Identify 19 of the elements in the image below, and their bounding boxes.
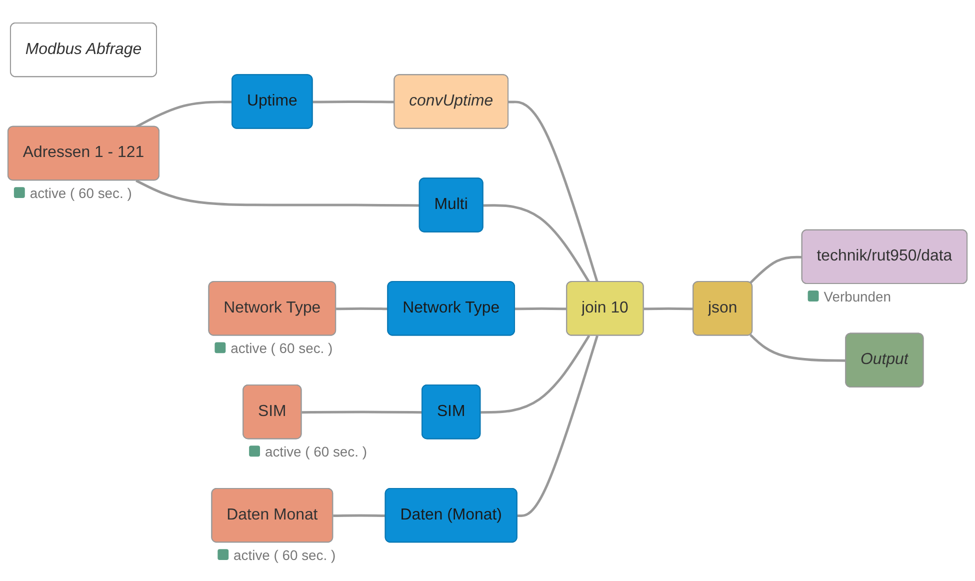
status-text: active ( 60 sec. ) xyxy=(230,340,333,356)
connector xyxy=(136,100,233,128)
connector xyxy=(644,307,694,310)
connector xyxy=(483,204,590,283)
connector xyxy=(333,514,386,518)
status-text: Verbunden xyxy=(824,288,891,304)
connector xyxy=(136,179,420,207)
connector xyxy=(514,307,568,310)
connector xyxy=(750,334,846,362)
connector xyxy=(750,256,802,284)
status-text: active ( 60 sec. ) xyxy=(30,185,132,201)
connector xyxy=(508,100,598,282)
connector xyxy=(480,335,590,414)
status-text: active ( 60 sec. ) xyxy=(264,444,367,460)
connector xyxy=(517,335,598,518)
status-text: active ( 60 sec. ) xyxy=(234,547,336,564)
connector xyxy=(312,100,395,104)
connector xyxy=(336,307,388,310)
connector xyxy=(302,410,423,414)
